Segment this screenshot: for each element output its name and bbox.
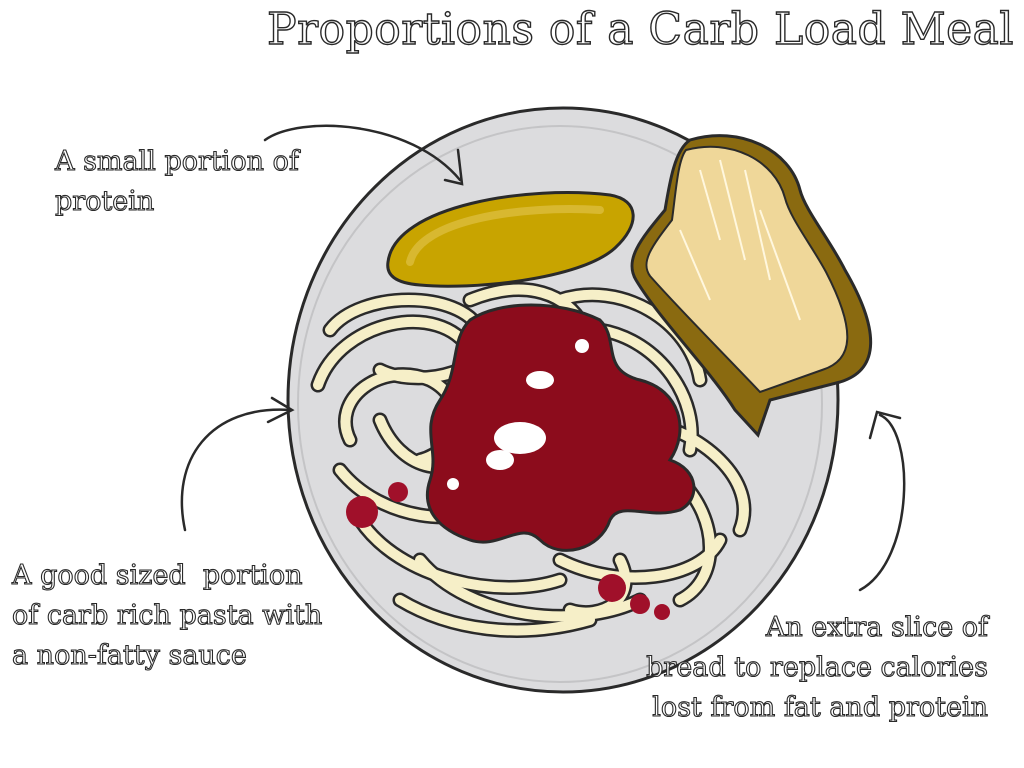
plate-rim <box>297 125 823 683</box>
arrow-head-protein <box>443 148 464 186</box>
arrow-to-bread <box>858 413 906 592</box>
protein-portion <box>386 191 635 288</box>
bread-label-line: An extra slice of <box>765 611 988 643</box>
pasta-label-line: of carb rich pasta with <box>11 599 323 631</box>
diagram-title: Proportions of a Carb Load Meal <box>266 3 1014 55</box>
arrows <box>180 124 906 592</box>
bread-label-line: bread to replace calories <box>646 651 989 683</box>
sauce <box>346 303 696 620</box>
arrow-head-pasta <box>266 396 295 424</box>
protein-label: A small portion of protein <box>54 142 299 222</box>
protein-label-line: A small portion of <box>54 145 299 177</box>
bread-slice <box>630 134 873 438</box>
bread-label: An extra slice of bread to replace calor… <box>646 608 989 728</box>
bread-label-line: lost from fat and protein <box>652 691 989 723</box>
arrow-to-pasta <box>180 408 292 532</box>
pasta-label: A good sized portion of carb rich pasta … <box>11 556 323 676</box>
arrow-to-protein <box>263 124 462 182</box>
pasta-label-line: A good sized portion <box>11 559 303 591</box>
protein-label-line: protein <box>54 185 155 217</box>
pasta-label-line: a non-fatty sauce <box>11 639 247 671</box>
arrow-head-bread <box>868 410 902 440</box>
